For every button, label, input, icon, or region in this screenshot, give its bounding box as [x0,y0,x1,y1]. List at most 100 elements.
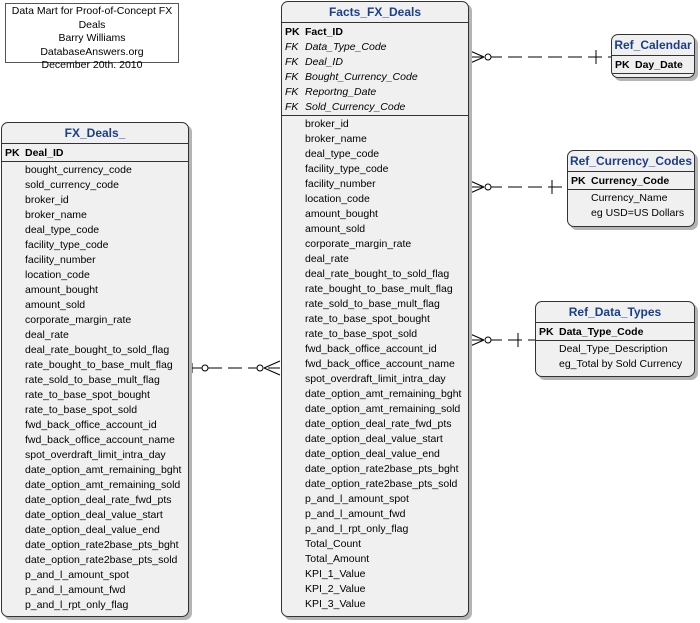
note-line-title: Data Mart for Proof-of-Concept FX Deals [11,5,173,31]
note-line-author: Barry Williams [58,32,126,44]
field-row: date_option_deal_value_end [282,447,468,462]
field-name: deal_rate [305,253,349,265]
field-row: facility_type_code [2,238,188,253]
field-row: p_and_l_rpt_only_flag [2,598,188,613]
field-row: date_option_deal_value_start [2,508,188,523]
field-name: date_option_rate2base_pts_bght [25,539,179,551]
field-name: date_option_deal_value_start [25,509,163,521]
field-name: rate_bought_to_base_mult_flag [25,359,173,371]
field-row: eg USD=US Dollars [568,206,694,221]
field-row: fwd_back_office_account_name [2,433,188,448]
field-row: rate_to_base_spot_sold [282,327,468,342]
key-field-name: Day_Date [635,59,683,71]
entity-title: Facts_FX_Deals [282,2,468,23]
field-row: location_code [2,268,188,283]
field-row: corporate_margin_rate [2,313,188,328]
key-type-label: PK [539,326,554,338]
link-facts-to-data-types [467,332,536,348]
key-field-name: Reportng_Date [305,86,377,98]
field-name: p_and_l_rpt_only_flag [305,523,409,535]
field-name: fwd_back_office_account_name [25,434,175,446]
field-row: date_option_amt_remaining_bght [2,463,188,478]
field-row: KPI_3_Value [282,597,468,612]
link-fx-deals-to-facts [188,360,281,376]
field-row: amount_bought [2,283,188,298]
field-row: rate_to_base_spot_sold [2,403,188,418]
field-name: rate_bought_to_base_mult_flag [305,283,453,295]
field-name: date_option_deal_value_end [25,524,160,536]
field-row: broker_id [282,117,468,132]
field-name: spot_overdraft_limit_intra_day [25,449,166,461]
entity-title: Ref_Calendar [612,35,694,56]
key-type-label: FK [285,71,299,83]
key-field-name: Data_Type_Code [305,41,387,53]
field-name: fwd_back_office_account_name [305,358,455,370]
key-type-label: FK [285,101,299,113]
field-row: rate_bought_to_base_mult_flag [282,282,468,297]
field-row: date_option_deal_value_start [282,432,468,447]
field-name: KPI_1_Value [305,568,366,580]
field-name: p_and_l_amount_spot [305,493,409,505]
field-row: Total_Count [282,537,468,552]
field-row: bought_currency_code [2,163,188,178]
field-name: facility_type_code [305,163,389,175]
field-name: amount_bought [25,284,98,296]
note-line-site: DatabaseAnswers.org [40,45,144,58]
field-name: Deal_Type_Description [559,343,668,355]
link-facts-to-calendar [467,49,612,65]
field-name: fwd_back_office_account_id [305,343,437,355]
field-name: rate_to_base_spot_bought [305,313,430,325]
field-name: fwd_back_office_account_id [25,419,157,431]
field-row: amount_sold [282,222,468,237]
field-row: sold_currency_code [2,178,188,193]
field-name: date_option_deal_value_start [305,433,443,445]
field-row: date_option_deal_rate_fwd_pts [2,493,188,508]
field-name: rate_to_base_spot_sold [305,328,418,340]
field-row: KPI_1_Value [282,567,468,582]
field-name: date_option_rate2base_pts_sold [305,478,458,490]
field-name: amount_sold [25,299,86,311]
field-row: deal_rate [2,328,188,343]
field-name: broker_id [305,118,349,130]
field-name: broker_id [25,194,69,206]
field-row: facility_number [2,253,188,268]
field-name: p_and_l_amount_spot [25,569,129,581]
field-name: eg_Total by Sold Currency [559,358,683,370]
field-row: corporate_margin_rate [282,237,468,252]
field-row: rate_bought_to_base_mult_flag [2,358,188,373]
key-field-name: Fact_ID [305,26,343,38]
field-name: date_option_amt_remaining_sold [305,403,461,415]
field-row: date_option_rate2base_pts_sold [282,477,468,492]
field-row: amount_bought [282,207,468,222]
field-name: deal_rate_bought_to_sold_flag [25,344,170,356]
key-type-label: FK [285,56,299,68]
field-name: facility_number [25,254,96,266]
field-row: date_option_amt_remaining_sold [2,478,188,493]
field-name: corporate_margin_rate [25,314,132,326]
field-name: broker_name [305,133,367,145]
key-field-name: Bought_Currency_Code [305,71,418,83]
field-name: rate_sold_to_base_mult_flag [305,298,440,310]
note-line-date: December 20th. 2010 [41,59,143,71]
field-name: broker_name [25,209,87,221]
entity-title: Ref_Currency_Codes [568,151,694,172]
field-name: facility_number [305,178,376,190]
field-name: date_option_amt_remaining_bght [305,388,462,400]
field-name: date_option_amt_remaining_sold [25,479,181,491]
field-name: p_and_l_rpt_only_flag [25,599,129,611]
